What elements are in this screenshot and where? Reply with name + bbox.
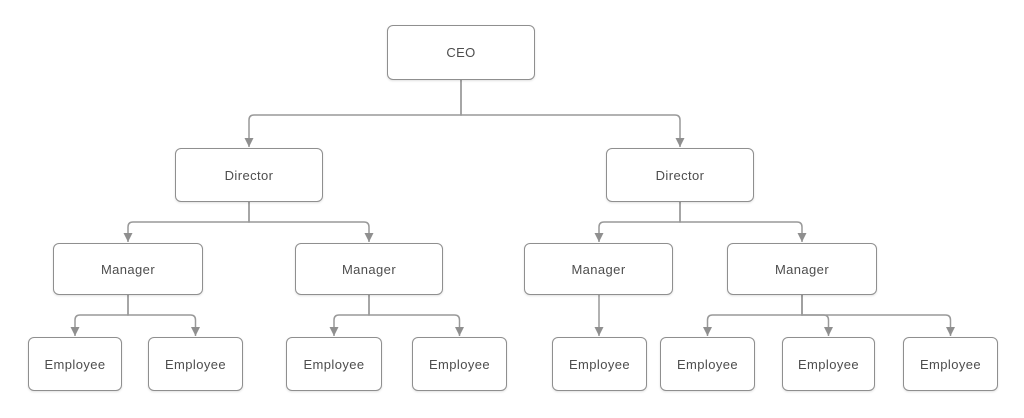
- node-director-1: Director: [175, 148, 323, 202]
- node-manager-2: Manager: [295, 243, 443, 295]
- node-director-2: Director: [606, 148, 754, 202]
- node-employee-4: Employee: [412, 337, 507, 391]
- node-employee-2: Employee: [148, 337, 243, 391]
- edge-manager-4-employee-8: [801, 295, 955, 336]
- edge-ceo-director-1: [244, 80, 462, 147]
- node-employee-6: Employee: [660, 337, 755, 391]
- node-employee-3: Employee: [286, 337, 382, 391]
- edge-director-1-manager-2: [248, 202, 374, 242]
- node-manager-4: Manager: [727, 243, 877, 295]
- node-employee-8: Employee: [903, 337, 998, 391]
- edge-manager-1-employee-1: [70, 295, 129, 336]
- node-employee-5: Employee: [552, 337, 647, 391]
- edge-manager-2-employee-4: [368, 295, 464, 336]
- edge-director-1-manager-1: [123, 202, 250, 242]
- node-employee-7: Employee: [782, 337, 875, 391]
- node-employee-1: Employee: [28, 337, 122, 391]
- node-manager-1: Manager: [53, 243, 203, 295]
- node-ceo: CEO: [387, 25, 535, 80]
- edge-ceo-director-2: [460, 80, 685, 147]
- edge-manager-2-employee-3: [329, 295, 370, 336]
- edge-director-2-manager-3: [594, 202, 681, 242]
- edge-director-2-manager-4: [679, 202, 807, 242]
- edge-manager-1-employee-2: [127, 295, 200, 336]
- node-manager-3: Manager: [524, 243, 673, 295]
- edge-manager-4-employee-6: [703, 295, 803, 336]
